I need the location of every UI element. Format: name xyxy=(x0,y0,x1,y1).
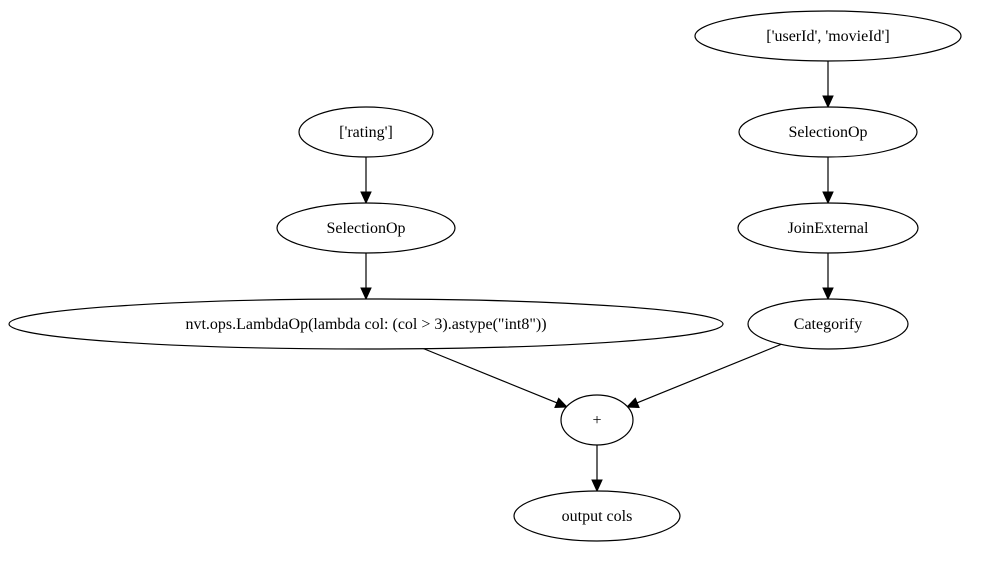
edge-selection_left-to-lambda_op xyxy=(360,253,372,301)
node-join-external: JoinExternal xyxy=(737,202,919,254)
arrowhead-icon xyxy=(360,287,372,301)
node-ellipse xyxy=(513,490,681,542)
edge-userid_movieid-to-selection_right xyxy=(822,61,834,109)
node-ellipse xyxy=(8,298,724,350)
arrowhead-icon xyxy=(360,191,372,205)
node-label: ['userId', 'movieId'] xyxy=(766,28,890,45)
node-ellipse xyxy=(560,394,634,446)
node-output-cols: output cols xyxy=(513,490,681,542)
node-ellipse xyxy=(747,298,909,350)
edge-plus-to-output_cols xyxy=(591,445,603,493)
edges-layer xyxy=(360,61,834,493)
node-label: ['rating'] xyxy=(339,124,393,141)
node-plus: + xyxy=(560,394,634,446)
node-label: JoinExternal xyxy=(788,220,869,237)
node-rating: ['rating'] xyxy=(298,106,434,158)
arrowhead-icon xyxy=(822,95,834,109)
edge-line xyxy=(636,343,783,404)
edge-rating-to-selection_left xyxy=(360,157,372,205)
node-ellipse xyxy=(737,202,919,254)
node-label: SelectionOp xyxy=(788,124,867,141)
arrowhead-icon xyxy=(554,397,569,409)
node-categorify: Categorify xyxy=(747,298,909,350)
edge-line xyxy=(421,347,558,404)
arrowhead-icon xyxy=(625,397,640,409)
node-label: nvt.ops.LambdaOp(lambda col: (col > 3).a… xyxy=(185,316,546,333)
node-userid-movieid: ['userId', 'movieId'] xyxy=(694,10,962,62)
node-lambda-op: nvt.ops.LambdaOp(lambda col: (col > 3).a… xyxy=(8,298,724,350)
node-label: output cols xyxy=(562,508,633,525)
edge-selection_right-to-join_external xyxy=(822,157,834,205)
edge-categorify-to-plus xyxy=(625,343,783,409)
node-ellipse xyxy=(276,202,456,254)
arrowhead-icon xyxy=(822,287,834,301)
node-label: Categorify xyxy=(794,316,862,333)
arrowhead-icon xyxy=(591,479,603,493)
edge-join_external-to-categorify xyxy=(822,253,834,301)
node-selection-op-left: SelectionOp xyxy=(276,202,456,254)
nodes-layer: ['userId', 'movieId']SelectionOpJoinExte… xyxy=(8,10,962,542)
node-ellipse xyxy=(298,106,434,158)
node-selection-op-right: SelectionOp xyxy=(738,106,918,158)
arrowhead-icon xyxy=(822,191,834,205)
node-ellipse xyxy=(694,10,962,62)
node-ellipse xyxy=(738,106,918,158)
node-label: + xyxy=(592,412,601,429)
node-label: SelectionOp xyxy=(326,220,405,237)
edge-lambda_op-to-plus xyxy=(421,347,569,409)
